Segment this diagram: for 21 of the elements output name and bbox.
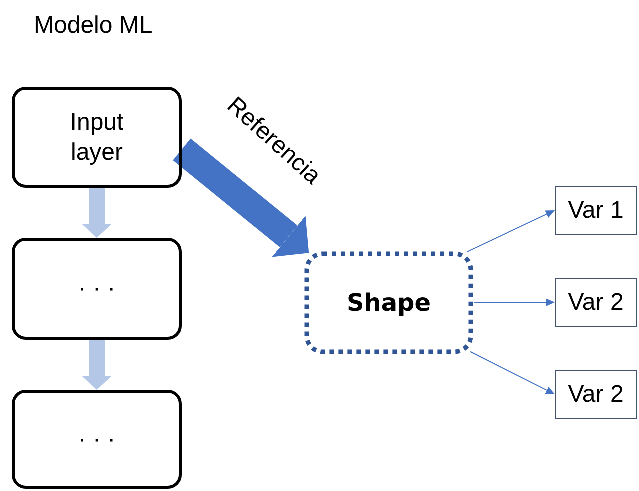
node-label: Shape: [346, 288, 432, 318]
arrow: [474, 298, 555, 307]
variable-box: [555, 370, 637, 419]
node-label: Var 2: [568, 380, 624, 410]
node-label: Input layer: [69, 108, 125, 168]
node-label: Var 1: [568, 196, 624, 226]
diagram-title: Modelo ML: [34, 12, 153, 40]
node-label: Var 2: [568, 288, 624, 318]
dotted-box: [304, 251, 474, 355]
node-label: · · ·: [78, 274, 116, 304]
layer-box: [12, 390, 182, 489]
block-arrow: [173, 138, 310, 258]
arrow: [466, 210, 555, 253]
node-label: · · ·: [78, 424, 116, 454]
arrow: [470, 351, 555, 394]
variable-box: [555, 278, 637, 327]
layer-box: [12, 87, 182, 188]
block-arrow: [82, 188, 112, 238]
layer-box: [12, 238, 182, 340]
block-arrow: [82, 340, 112, 390]
variable-box: [555, 186, 637, 235]
